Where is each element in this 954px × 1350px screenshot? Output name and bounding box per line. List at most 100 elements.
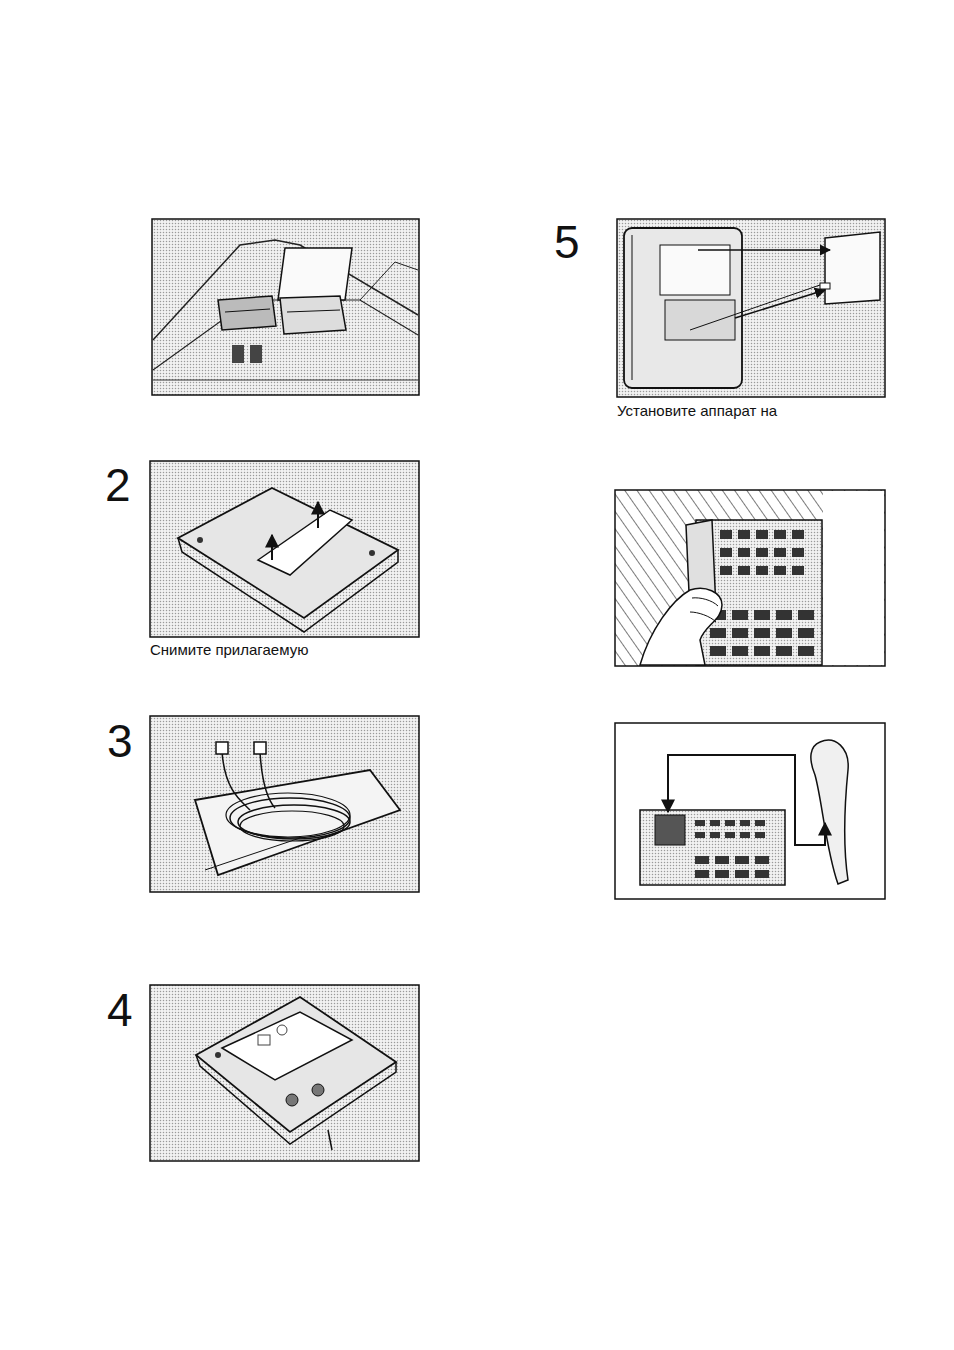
illustration-frame-4-part [258,1035,270,1045]
illustration-frame-3 [150,716,419,892]
illustration-frame-4-part [150,985,419,1161]
illustration-frame-7-part [811,740,848,884]
illustration-frame-6-part-part [710,646,726,656]
illustration-frame-4-part [215,1052,221,1058]
illustration-frame-6-part-part [792,566,804,575]
illustration-frame-7-part [615,723,885,899]
illustration-frame-4-part [222,1012,352,1080]
illustration-frame-7-part-part [755,870,769,878]
illustration-frame-4-part [277,1025,287,1035]
illustration-frame-5-part [632,235,633,380]
illustration-frame-6-part-part [776,610,792,620]
illustration-frame-7-part-part [755,820,765,826]
illustration-frame-6-part [823,491,884,665]
illustration-frame-3-part [226,793,350,837]
illustration-frame-6-part-part [732,646,748,656]
illustration-frame-2-part [369,550,375,556]
illustration-frame-4-part [312,1084,324,1096]
illustration-frame-1-part [232,345,244,363]
illustration-frame-1 [152,219,419,395]
illustration-frame-1-part [152,219,419,395]
illustration-frame-7-part [640,810,785,885]
illustration-frame-3-part [216,742,228,754]
illustration-frame-4 [150,985,419,1161]
illustration-frame-5-part [698,249,830,251]
illustration-frame-7-part-part [735,856,749,864]
illustration-frame-1-part [218,296,276,330]
illustration-frame-1-part [250,345,262,363]
illustration-frame-2-part [258,510,352,575]
illustration-frame-7-part-part [715,870,729,878]
illustration-frame-5-part [690,285,820,330]
illustration-frame-3-part [240,811,344,841]
illustration-frame-6-part [640,588,722,665]
step-number: 4 [107,987,133,1033]
illustration-frame-6-part-part [720,530,732,539]
illustration-frame-6-part [692,598,718,606]
illustration-frame-6-part-part [754,610,770,620]
illustration-frame-6-part-part [710,628,726,638]
step-number: 5 [554,219,580,265]
illustration-frame-6-part-part [776,628,792,638]
illustration-frame-7-part-part [755,832,765,838]
illustration-frame-7-part-part [695,820,705,826]
illustration-frame-7-part-part [710,832,720,838]
illustration-frame-2-part [150,461,419,637]
illustration-frame-6-part-part [774,548,786,557]
illustration-frame-7-part-part [740,832,750,838]
illustration-frame-1-part [278,248,352,300]
illustration-frame-7-part-part [735,870,749,878]
illustration-frame-2-part [317,502,319,528]
illustration-frame-5 [617,219,885,397]
illustration-frame-6-part-part [776,646,792,656]
illustration-frame-6-part-part [792,530,804,539]
caption-text: Установите аппарат на [617,403,777,418]
illustration-frame-7-part-part [695,870,709,878]
illustration-frame-6-part [615,490,885,666]
illustration-frame-5-part [735,290,825,318]
illustration-frame-1-part [153,380,418,381]
illustration-frame-3-part [150,716,419,892]
illustration-frame-2-part [178,488,398,618]
illustration-frame-6-part-part [720,548,732,557]
illustration-frame-1-part [280,296,346,334]
illustration-frame-1-part [287,310,340,312]
illustration-frame-6-part-part [774,530,786,539]
step-number: 3 [107,718,133,764]
illustration-frame-5-part [820,283,830,289]
illustration-frame-1-part [360,262,418,300]
illustration-frame-4-part [286,1094,298,1106]
illustration-frame-7-part [668,755,825,845]
illustration-frame-3-part [222,752,250,810]
illustration-frame-4-part [328,1130,332,1150]
illustration-frame-7-part-part [715,856,729,864]
illustration-frame-7-part-part [695,856,709,864]
illustration-frame-6-part-part [798,628,814,638]
illustration-frame-6-part [710,530,814,656]
illustration-frame-5-part [624,228,742,388]
illustration-frame-1-part [153,240,418,340]
illustration-frame-6-part-part [756,530,768,539]
illustration-frame-2-part [197,537,203,543]
illustration-frame-6-part-part [738,566,750,575]
illustration-frame-6 [615,490,885,666]
illustration-frame-2-part [271,535,273,560]
illustration-frame-6-part-part [732,610,748,620]
illustration-frame-6-part-part [754,646,770,656]
illustration-frame-4-part [196,997,396,1132]
illustration-frame-6-part-part [756,548,768,557]
illustration-frame-7-part-part [755,856,769,864]
illustration-frame-5-part [825,232,880,304]
illustration-frame-6-part-part [738,548,750,557]
illustration-frame-1-part [225,309,270,312]
illustration-frame-6-part-part [720,566,732,575]
illustration-frame-5-part [665,300,735,340]
illustration-frame-6-part-part [732,628,748,638]
illustration-frame-7-part-part [710,820,720,826]
illustration-frame-5-part [617,219,885,397]
illustration-frame-3-part [260,752,275,808]
illustration-frame-3-part [254,742,266,754]
illustration-frame-7-part-part [740,820,750,826]
